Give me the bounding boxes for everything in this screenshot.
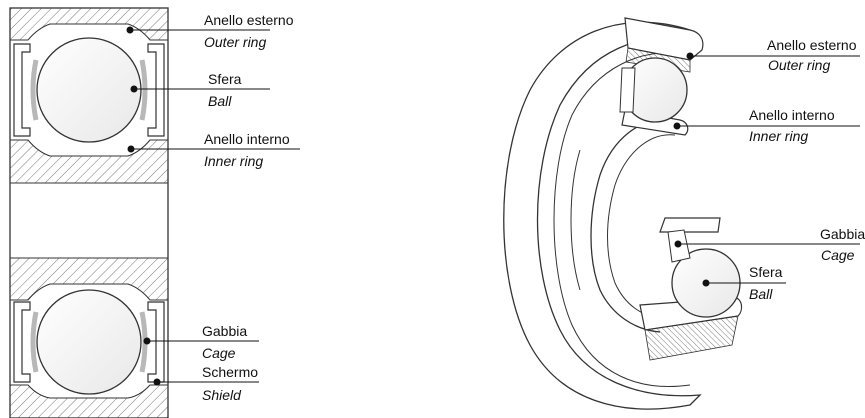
cutaway-drawing	[503, 17, 860, 410]
label-shield-it: Schermo	[202, 364, 258, 380]
ball-bottom	[36, 289, 142, 395]
label-cutaway-cage-en: Cage	[821, 247, 855, 263]
shield-left-top	[13, 43, 31, 137]
cage-right-top	[139, 59, 148, 121]
inner-ring-bottom-hatch	[9, 257, 169, 301]
shield-right-bottom	[147, 301, 165, 383]
left-labels: Anello esterno Outer ring Sfera Ball Ane…	[202, 12, 294, 403]
label-inner-ring-en: Inner ring	[204, 153, 263, 169]
label-cutaway-inner-ring-en: Inner ring	[749, 128, 808, 144]
outer-ring-bottom-hatch	[9, 384, 169, 418]
top-section	[9, 7, 169, 184]
shield-right-top	[147, 43, 165, 137]
label-cage-it: Gabbia	[202, 323, 247, 339]
inner-ring-inner-contour	[607, 134, 676, 319]
bore-groove	[570, 149, 581, 291]
shield-left-bottom	[13, 301, 31, 383]
right-leaders	[673, 52, 860, 287]
bottom-section	[9, 257, 169, 418]
cage-left-bottom	[30, 311, 39, 373]
label-ball-it: Sfera	[208, 71, 242, 87]
label-cutaway-outer-ring-it: Anello esterno	[767, 37, 857, 53]
inner-ring-cutaway	[590, 118, 676, 333]
label-cutaway-ball-it: Sfera	[749, 264, 783, 280]
top-cut-outer	[624, 17, 704, 61]
right-labels: Anello esterno Outer ring Anello interno…	[749, 37, 865, 302]
cage-left-top	[30, 59, 39, 121]
cage-top-cutaway	[619, 67, 636, 113]
cross-section-drawing	[9, 7, 300, 418]
label-cage-en: Cage	[202, 345, 236, 361]
outer-ring-inner-contour	[553, 52, 691, 387]
label-ball-en: Ball	[208, 93, 232, 109]
label-outer-ring-en: Outer ring	[204, 34, 266, 50]
label-inner-ring-it: Anello interno	[204, 131, 290, 147]
left-leaders	[126, 26, 300, 386]
label-cutaway-inner-ring-it: Anello interno	[749, 107, 835, 123]
bottom-cut-face	[644, 315, 739, 361]
label-cutaway-cage-it: Gabbia	[820, 226, 865, 242]
label-shield-en: Shield	[202, 387, 242, 403]
label-outer-ring-it: Anello esterno	[204, 12, 294, 28]
outer-ring-top-hatch	[9, 7, 169, 41]
label-cutaway-outer-ring-en: Outer ring	[768, 57, 830, 73]
inner-ring-top-hatch	[9, 139, 169, 184]
outer-ring-cutaway	[503, 21, 702, 410]
ball-top	[36, 37, 142, 143]
bottom-cut-top	[659, 217, 721, 233]
label-cutaway-ball-en: Ball	[749, 286, 773, 302]
